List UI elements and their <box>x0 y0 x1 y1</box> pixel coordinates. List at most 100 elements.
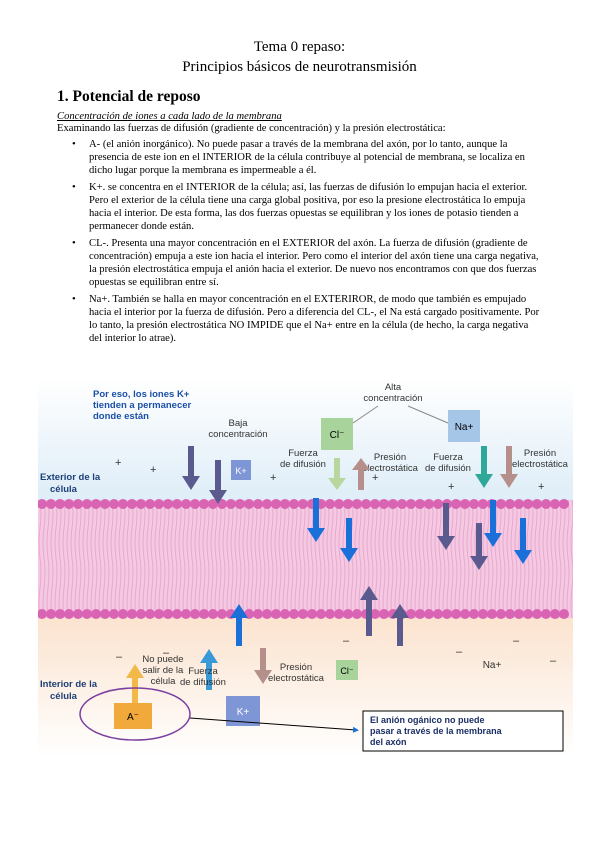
subheading: Concentración de iones a cada lado de la… <box>57 111 282 122</box>
phospholipid-head <box>550 499 560 509</box>
minus-sign: – <box>513 635 520 647</box>
phospholipid-head <box>145 609 155 619</box>
no-puede-3: célula <box>151 676 177 687</box>
phospholipid-head <box>190 499 200 509</box>
phospholipid-head <box>361 499 371 509</box>
interior-label-1: Interior de la <box>40 679 98 690</box>
phospholipid-head <box>325 609 335 619</box>
note-bottom-line1: El anión ogánico no puede <box>370 715 485 725</box>
phospholipid-head <box>73 609 83 619</box>
list-item: •A- (el anión inorgánico). No puede pasa… <box>72 138 542 177</box>
phospholipid-head <box>352 499 362 509</box>
phospholipid-head <box>487 609 497 619</box>
phospholipid-head <box>109 499 119 509</box>
interior-label-2: célula <box>50 691 78 702</box>
ion-k-top <box>231 460 251 480</box>
phospholipid-head <box>298 499 308 509</box>
phospholipid-head <box>64 499 74 509</box>
ion-a <box>114 703 152 729</box>
phospholipid-head <box>370 499 380 509</box>
phospholipid-head <box>280 609 290 619</box>
phospholipid-head <box>46 499 56 509</box>
note-top-line2: tienden a permanecer <box>93 400 192 411</box>
bullet-list: •A- (el anión inorgánico). No puede pasa… <box>72 138 542 349</box>
alta-label-2: concentración <box>363 393 422 404</box>
ion-na-bottom-label: Na+ <box>483 660 502 671</box>
phospholipid-head <box>433 609 443 619</box>
fuerza-difusion-k-2: de difusión <box>180 677 226 688</box>
phospholipid-head <box>415 609 425 619</box>
phospholipid-head <box>235 499 245 509</box>
arrow-gray-down <box>470 523 488 570</box>
arrow-blue-down <box>307 498 325 542</box>
arrow-blue-down <box>340 518 358 562</box>
phospholipid-head <box>424 609 434 619</box>
baja-label-2: concentración <box>208 429 267 440</box>
phospholipid-head <box>532 499 542 509</box>
bullet-text: Na+. También se halla en mayor concentra… <box>89 294 540 344</box>
phospholipid-head <box>442 609 452 619</box>
phospholipid-head <box>38 499 47 509</box>
phospholipid-head <box>514 499 524 509</box>
phospholipid-head <box>514 609 524 619</box>
membrane-figure: Por eso, los iones K+ tienden a permanec… <box>38 378 573 758</box>
fuerza-difusion-na-1: Fuerza <box>433 452 463 463</box>
phospholipid-head <box>541 499 551 509</box>
phospholipid-head <box>190 609 200 619</box>
phospholipid-head <box>38 609 47 619</box>
intro-paragraph: Examinando las fuerzas de difusión (grad… <box>57 123 446 134</box>
phospholipid-head <box>217 609 227 619</box>
phospholipid-head <box>406 499 416 509</box>
phospholipid-head <box>145 499 155 509</box>
phospholipid-head <box>505 609 515 619</box>
fuerza-difusion-na-2: de difusión <box>425 463 471 474</box>
phospholipid-head <box>55 499 65 509</box>
ion-cl-top-label: Cl⁻ <box>330 430 345 441</box>
membrane-arrows <box>126 498 532 703</box>
ion-a-label: A⁻ <box>127 712 139 723</box>
note-bottom-line3: del axón <box>370 737 407 747</box>
fuerza-difusion-cl-1: Fuerza <box>288 448 318 459</box>
phospholipid-head <box>262 609 272 619</box>
presion-cl-2: electrostática <box>362 463 419 474</box>
phospholipid-head <box>64 609 74 619</box>
bullet-mark: • <box>72 238 76 249</box>
phospholipid-head <box>127 499 137 509</box>
ion-na-top-label: Na+ <box>455 422 474 433</box>
phospholipid-head <box>136 499 146 509</box>
arrow-na-electrostatic <box>500 446 518 488</box>
phospholipid-head <box>496 499 506 509</box>
phospholipid-head <box>199 499 209 509</box>
exterior-label-1: Exterior de la <box>40 472 101 483</box>
plus-sign: + <box>372 472 378 484</box>
phospholipid-head <box>163 609 173 619</box>
phospholipid-head <box>307 609 317 619</box>
phospholipid-head <box>208 499 218 509</box>
phospholipid-head <box>244 499 254 509</box>
phospholipid-head <box>469 499 479 509</box>
a-anion-ellipse <box>79 687 191 741</box>
phospholipid-head <box>109 609 119 619</box>
phospholipid-head <box>82 609 92 619</box>
membrane-diagram: Por eso, los iones K+ tienden a permanec… <box>38 378 573 758</box>
phospholipid-head <box>100 609 110 619</box>
bullet-text: CL-. Presenta una mayor concentración en… <box>89 238 539 288</box>
arrow-k-diffusion-up <box>200 649 218 690</box>
phospholipid-head <box>496 609 506 619</box>
arrow-gray-up <box>391 604 409 646</box>
doc-title-line2: Principios básicos de neurotransmisión <box>182 59 417 75</box>
arrow-cl-diffusion <box>328 458 346 490</box>
phospholipid-head <box>55 609 65 619</box>
phospholipid-head <box>154 609 164 619</box>
fuerza-difusion-k-1: Fuerza <box>188 666 218 677</box>
phospholipid-head <box>289 499 299 509</box>
phospholipid-head <box>91 499 101 509</box>
note-top-line3: donde están <box>93 411 149 422</box>
phospholipid-head <box>181 499 191 509</box>
arrow-gray-k-down-1 <box>182 446 200 490</box>
presion-cl-1: Presión <box>374 452 406 463</box>
phospholipid-head <box>136 609 146 619</box>
phospholipid-head <box>154 499 164 509</box>
minus-sign: – <box>116 651 123 663</box>
phospholipid-head <box>532 609 542 619</box>
